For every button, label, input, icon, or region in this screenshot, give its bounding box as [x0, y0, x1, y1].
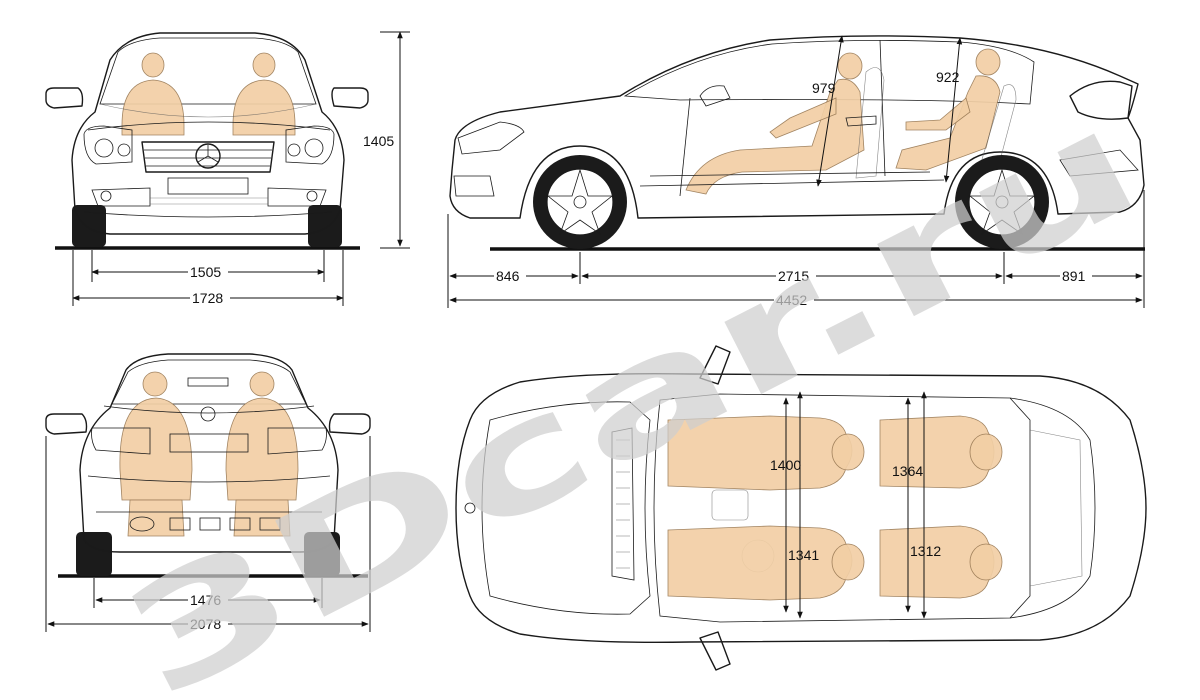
rear-width-label: 2078 [190, 616, 221, 632]
front-width-label: 1728 [192, 290, 223, 306]
wheelbase-label: 2715 [778, 268, 809, 284]
front-shoulder-label: 1400 [770, 457, 801, 473]
rear-headroom-label: 922 [936, 69, 960, 85]
side-view: 979 922 846 2715 891 4452 [447, 35, 1145, 308]
rear-elbow-label: 1312 [910, 543, 941, 559]
length-label: 4452 [776, 292, 807, 308]
side-rear-wheel [955, 155, 1049, 249]
side-front-wheel [533, 155, 627, 249]
rear-overhang-label: 891 [1062, 268, 1086, 284]
top-view: 1400 1364 1341 1312 [455, 345, 1147, 671]
front-headroom-label: 979 [812, 80, 836, 96]
rear-shoulder-label: 1364 [892, 463, 923, 479]
front-track-label: 1505 [190, 264, 221, 280]
front-overhang-label: 846 [496, 268, 520, 284]
front-height-label: 1405 [363, 133, 394, 149]
front-elbow-label: 1341 [788, 547, 819, 563]
front-view: 1405 1505 1728 [45, 31, 410, 306]
rear-track-label: 1476 [190, 592, 221, 608]
rear-view: 1476 2078 [45, 353, 371, 632]
